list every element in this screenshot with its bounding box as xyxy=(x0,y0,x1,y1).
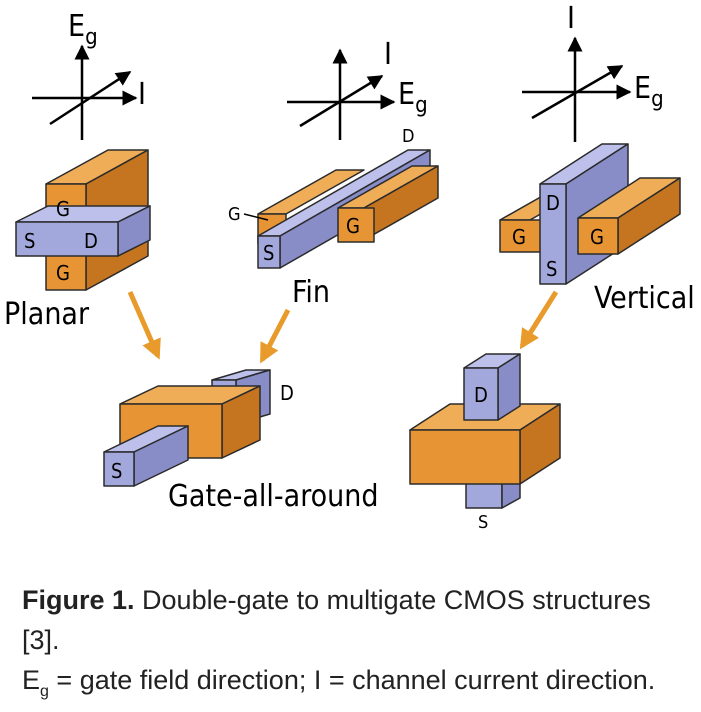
caption-text: Double-gate to multigate CMOS structures… xyxy=(22,585,651,655)
fin-name-label: Fin xyxy=(292,275,330,310)
vertical-structure xyxy=(499,143,681,285)
fin-drain-label: D xyxy=(402,126,414,147)
caption-label: Figure 1. xyxy=(22,585,135,615)
planar-drain-label: D xyxy=(84,229,98,253)
multigate-diagram: Eg I I Eg I Eg G G S D Planar xyxy=(4,1,695,533)
vertical-drain-label: D xyxy=(546,191,560,215)
arrow-fin-to-gaa xyxy=(259,308,291,364)
vgaa-source-label: S xyxy=(478,512,488,533)
vertical-gate-left-label: G xyxy=(512,225,526,249)
planar-structure xyxy=(15,149,151,291)
vertical-name-label: Vertical xyxy=(594,281,695,316)
caption-eg: E xyxy=(22,665,41,695)
fin-axis-right-label: Eg xyxy=(398,77,428,118)
vertical-axes xyxy=(522,36,632,142)
gaa-name-label: Gate-all-around xyxy=(168,479,379,514)
vertical-gate-right-label: G xyxy=(590,225,604,249)
vertical-axis-up-label: I xyxy=(567,1,575,36)
arrow-planar-to-gaa xyxy=(127,290,161,360)
planar-name-label: Planar xyxy=(4,297,90,332)
caption-line2-rest: = gate field direction; I = channel curr… xyxy=(48,665,656,695)
fin-gate-pointer-line xyxy=(243,213,269,221)
vertical-source-label: S xyxy=(546,257,557,281)
vertical-gaa-structure xyxy=(409,353,561,509)
gaa-source-label: S xyxy=(111,459,122,483)
transition-arrows xyxy=(127,290,559,364)
arrow-vertical-to-vgaa xyxy=(519,290,559,350)
vgaa-drain-label: D xyxy=(474,383,488,407)
fin-gate-pointer-label: G xyxy=(228,204,241,225)
caption-line-2: Eg = gate field direction; I = channel c… xyxy=(22,660,692,712)
fin-structure xyxy=(257,149,439,269)
planar-source-label: S xyxy=(24,229,35,253)
gaa-drain-label: D xyxy=(280,381,294,405)
gaa-structure xyxy=(103,369,271,487)
figure-caption: Figure 1. Double-gate to multigate CMOS … xyxy=(22,580,692,712)
vertical-axis-right-label: Eg xyxy=(634,71,664,112)
fin-axis-diag-label: I xyxy=(384,37,392,72)
caption-line-1: Figure 1. Double-gate to multigate CMOS … xyxy=(22,580,692,660)
planar-axis-right-label: I xyxy=(138,77,146,112)
planar-gate-bottom-label: G xyxy=(56,261,70,285)
planar-axes xyxy=(32,44,138,140)
fin-gate-label: G xyxy=(346,214,360,238)
planar-axis-up-label: Eg xyxy=(68,9,98,50)
fin-source-label: S xyxy=(263,241,274,265)
planar-gate-top-label: G xyxy=(56,197,70,221)
fin-axes xyxy=(287,48,396,140)
